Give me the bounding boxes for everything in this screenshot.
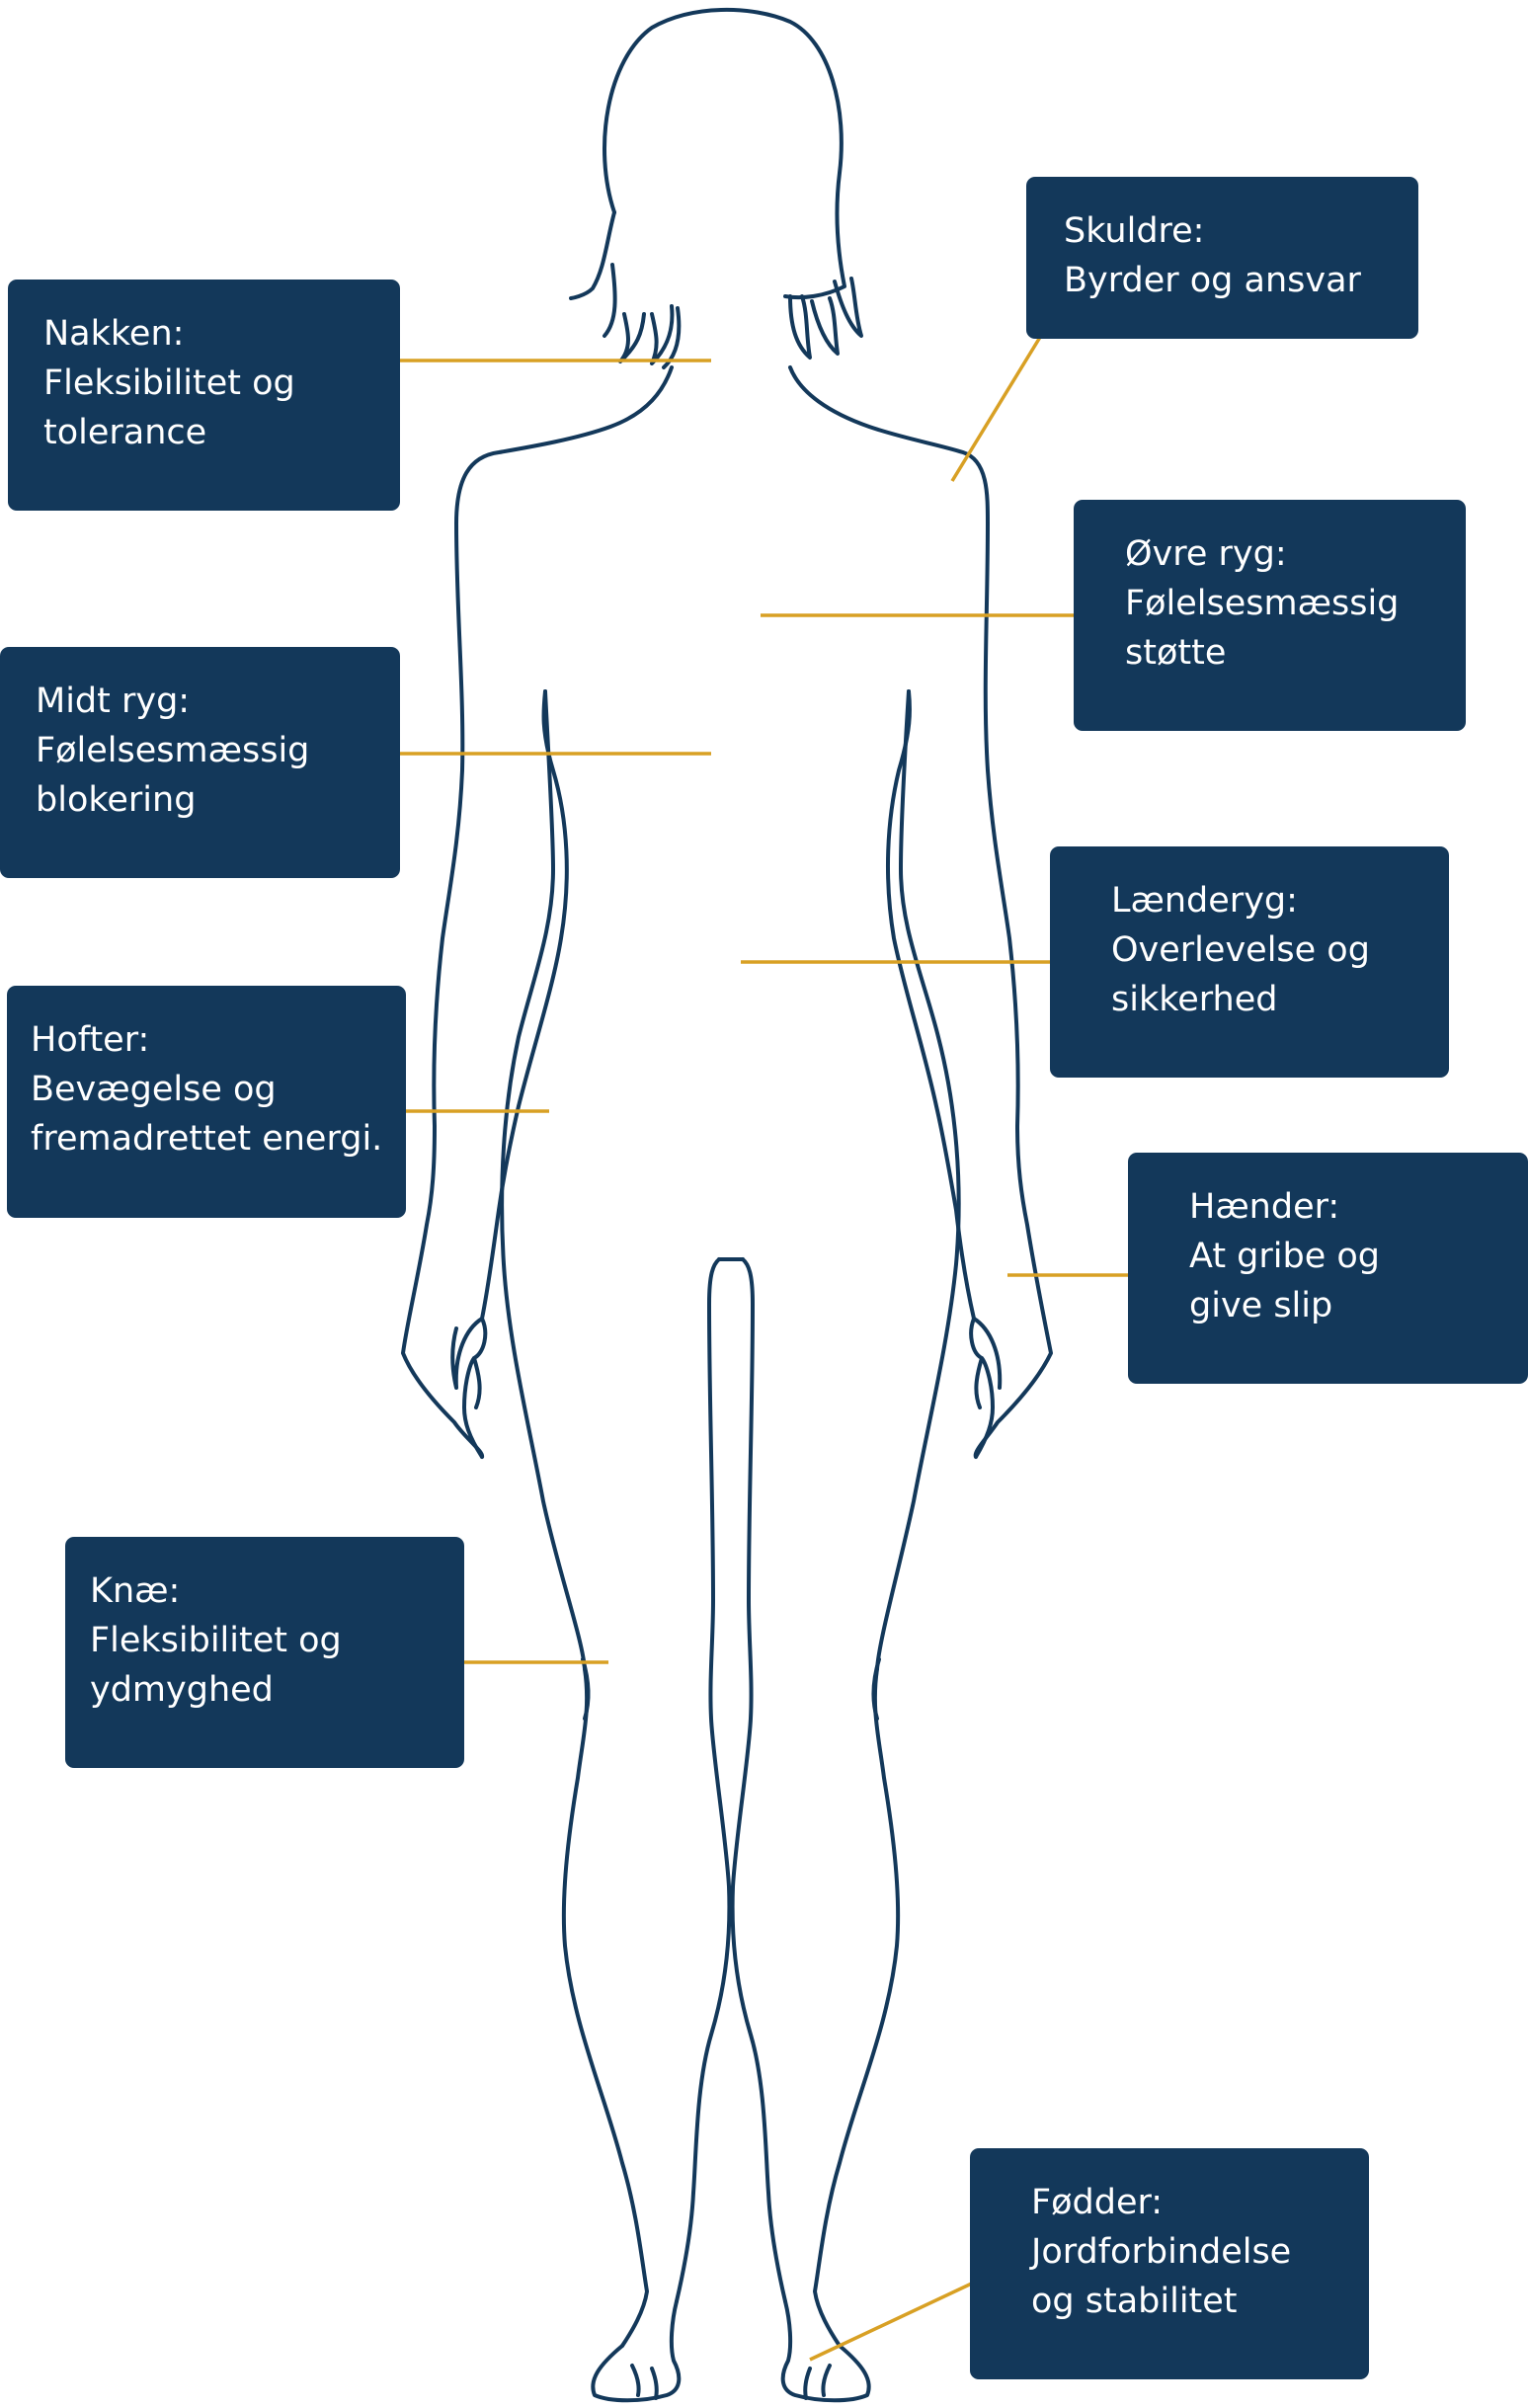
toes-left xyxy=(630,2364,659,2400)
label-nakken-line1: Fleksibilitet og xyxy=(43,363,295,403)
right-foot xyxy=(780,2299,871,2403)
label-hofter-line2: fremadrettet energi. xyxy=(31,1119,383,1159)
right-arm-outer xyxy=(973,522,1053,1459)
label-nakken-title: Nakken: xyxy=(43,314,185,354)
torso-right xyxy=(875,689,961,1671)
label-laenderyg-line1: Overlevelse og xyxy=(1111,930,1370,970)
label-ovre-ryg-line1: Følelsesmæssig xyxy=(1125,584,1400,623)
label-haender-line2: give slip xyxy=(1189,1286,1333,1325)
left-arm-outer xyxy=(401,522,484,1459)
torso-left xyxy=(500,689,587,1671)
label-haender: Hænder: At gribe og give slip xyxy=(1128,1153,1528,1384)
right-leg-inner xyxy=(730,1257,787,2303)
label-midt-ryg-title: Midt ryg: xyxy=(36,682,191,721)
label-midt-ryg-line1: Følelsesmæssig xyxy=(36,731,310,770)
right-hand-inner xyxy=(969,1317,1003,1459)
label-fodder-title: Fødder: xyxy=(1031,2183,1164,2222)
head-hair-outline xyxy=(603,7,846,300)
label-nakken-line2: tolerance xyxy=(43,413,207,452)
leader-line-skuldre xyxy=(950,320,1052,482)
label-midt-ryg-line2: blokering xyxy=(36,780,197,820)
label-hofter-title: Hofter: xyxy=(31,1020,150,1060)
label-haender-title: Hænder: xyxy=(1189,1187,1340,1227)
body-outline xyxy=(401,7,1053,2403)
label-laenderyg: Lænderyg: Overlevelse og sikkerhed xyxy=(1050,846,1449,1078)
knee-crease-left xyxy=(581,1657,591,1721)
left-neck-shoulder xyxy=(454,365,674,525)
label-fodder-line1: Jordforbindelse xyxy=(1031,2232,1292,2272)
leader-lines xyxy=(367,320,1152,2362)
left-arm-inner xyxy=(480,689,569,1321)
label-laenderyg-title: Lænderyg: xyxy=(1111,881,1298,921)
label-knae-line2: ydmyghed xyxy=(90,1670,274,1710)
right-leg-outer xyxy=(813,1667,901,2348)
label-fodder-line2: og stabilitet xyxy=(1031,2282,1238,2321)
label-laenderyg-line2: sikkerhed xyxy=(1111,980,1278,1019)
hair-ends-right xyxy=(788,277,863,360)
right-arm-inner xyxy=(885,689,976,1321)
label-skuldre-title: Skuldre: xyxy=(1064,211,1205,251)
label-skuldre-line1: Byrder og ansvar xyxy=(1064,261,1361,300)
label-haender-line1: At gribe og xyxy=(1189,1237,1381,1276)
left-hand-inner xyxy=(450,1317,488,1459)
label-knae-title: Knæ: xyxy=(90,1571,181,1611)
label-nakken: Nakken: Fleksibilitet og tolerance xyxy=(8,280,400,511)
left-leg-inner xyxy=(675,1257,732,2303)
label-ovre-ryg-line2: støtte xyxy=(1125,633,1227,673)
label-hofter: Hofter: Bevægelse og fremadrettet energi… xyxy=(7,986,406,1218)
toes-right xyxy=(803,2364,832,2400)
leader-line-fodder xyxy=(809,2271,996,2362)
label-knae: Knæ: Fleksibilitet og ydmyghed xyxy=(65,1537,464,1768)
hair-left-side xyxy=(569,210,616,300)
left-foot xyxy=(591,2299,682,2403)
label-fodder: Fødder: Jordforbindelse og stabilitet xyxy=(970,2148,1369,2379)
knee-crease-right xyxy=(871,1657,881,1721)
label-hofter-line1: Bevægelse og xyxy=(31,1070,277,1109)
label-ovre-ryg: Øvre ryg: Følelsesmæssig støtte xyxy=(1074,500,1466,731)
label-knae-line1: Fleksibilitet og xyxy=(90,1621,342,1660)
label-ovre-ryg-title: Øvre ryg: xyxy=(1125,534,1287,574)
hair-ends-left xyxy=(603,263,682,369)
right-neck-shoulder xyxy=(788,365,990,525)
label-midt-ryg: Midt ryg: Følelsesmæssig blokering xyxy=(0,647,400,878)
label-skuldre: Skuldre: Byrder og ansvar xyxy=(1026,177,1418,339)
left-leg-outer xyxy=(561,1667,649,2348)
